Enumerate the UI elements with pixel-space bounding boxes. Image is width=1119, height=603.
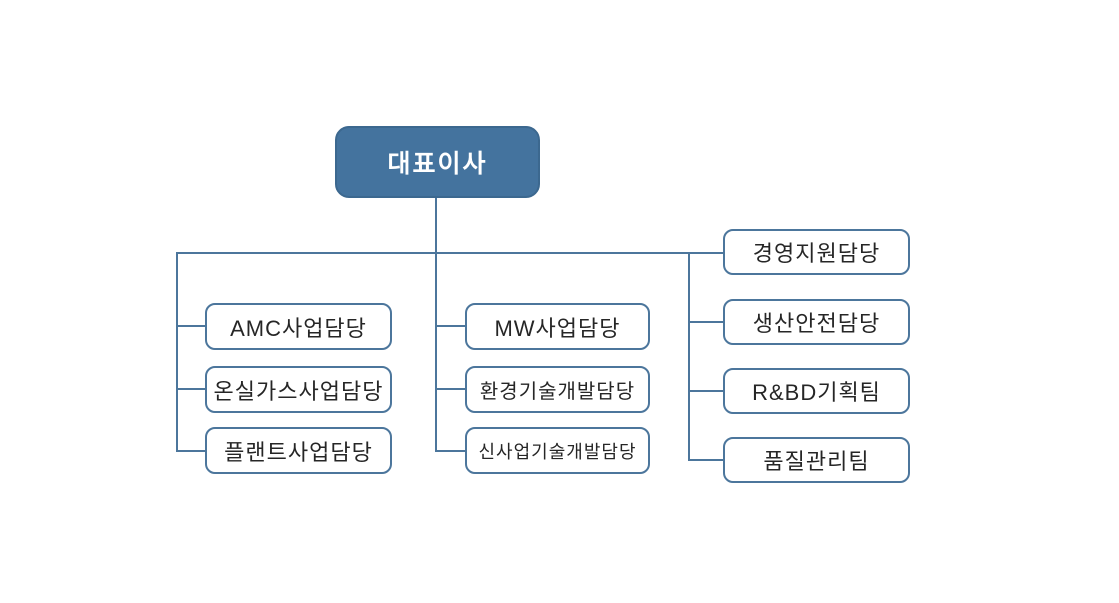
connector-stub-right-3: [688, 390, 723, 392]
connector-stub-right-2: [688, 321, 723, 323]
connector-left-vertical: [176, 252, 178, 452]
node-management-support: 경영지원담당: [723, 229, 910, 275]
node-quality-control-team: 품질관리팀: [723, 437, 910, 483]
connector-stub-left-2: [176, 388, 205, 390]
connector-stub-left-1: [176, 325, 205, 327]
node-amc-business: AMC사업담당: [205, 303, 392, 350]
node-plant-business: 플랜트사업담당: [205, 427, 392, 474]
node-new-business-tech-development: 신사업기술개발담당: [465, 427, 650, 474]
connector-stub-left-3: [176, 450, 205, 452]
node-environmental-tech-development: 환경기술개발담당: [465, 366, 650, 413]
connector-stub-right-4: [688, 459, 723, 461]
node-rbd-planning-team: R&BD기획팀: [723, 368, 910, 414]
connector-stub-middle-1: [435, 325, 465, 327]
node-ceo: 대표이사: [335, 126, 540, 198]
node-production-safety: 생산안전담당: [723, 299, 910, 345]
connector-right-vertical: [688, 252, 690, 461]
node-greenhouse-gas-business: 온실가스사업담당: [205, 366, 392, 413]
connector-stub-middle-2: [435, 388, 465, 390]
connector-main-horizontal: [176, 252, 724, 254]
connector-middle-vertical: [435, 252, 437, 452]
connector-root-stem: [435, 197, 437, 253]
connector-stub-middle-3: [435, 450, 465, 452]
node-mw-business: MW사업담당: [465, 303, 650, 350]
